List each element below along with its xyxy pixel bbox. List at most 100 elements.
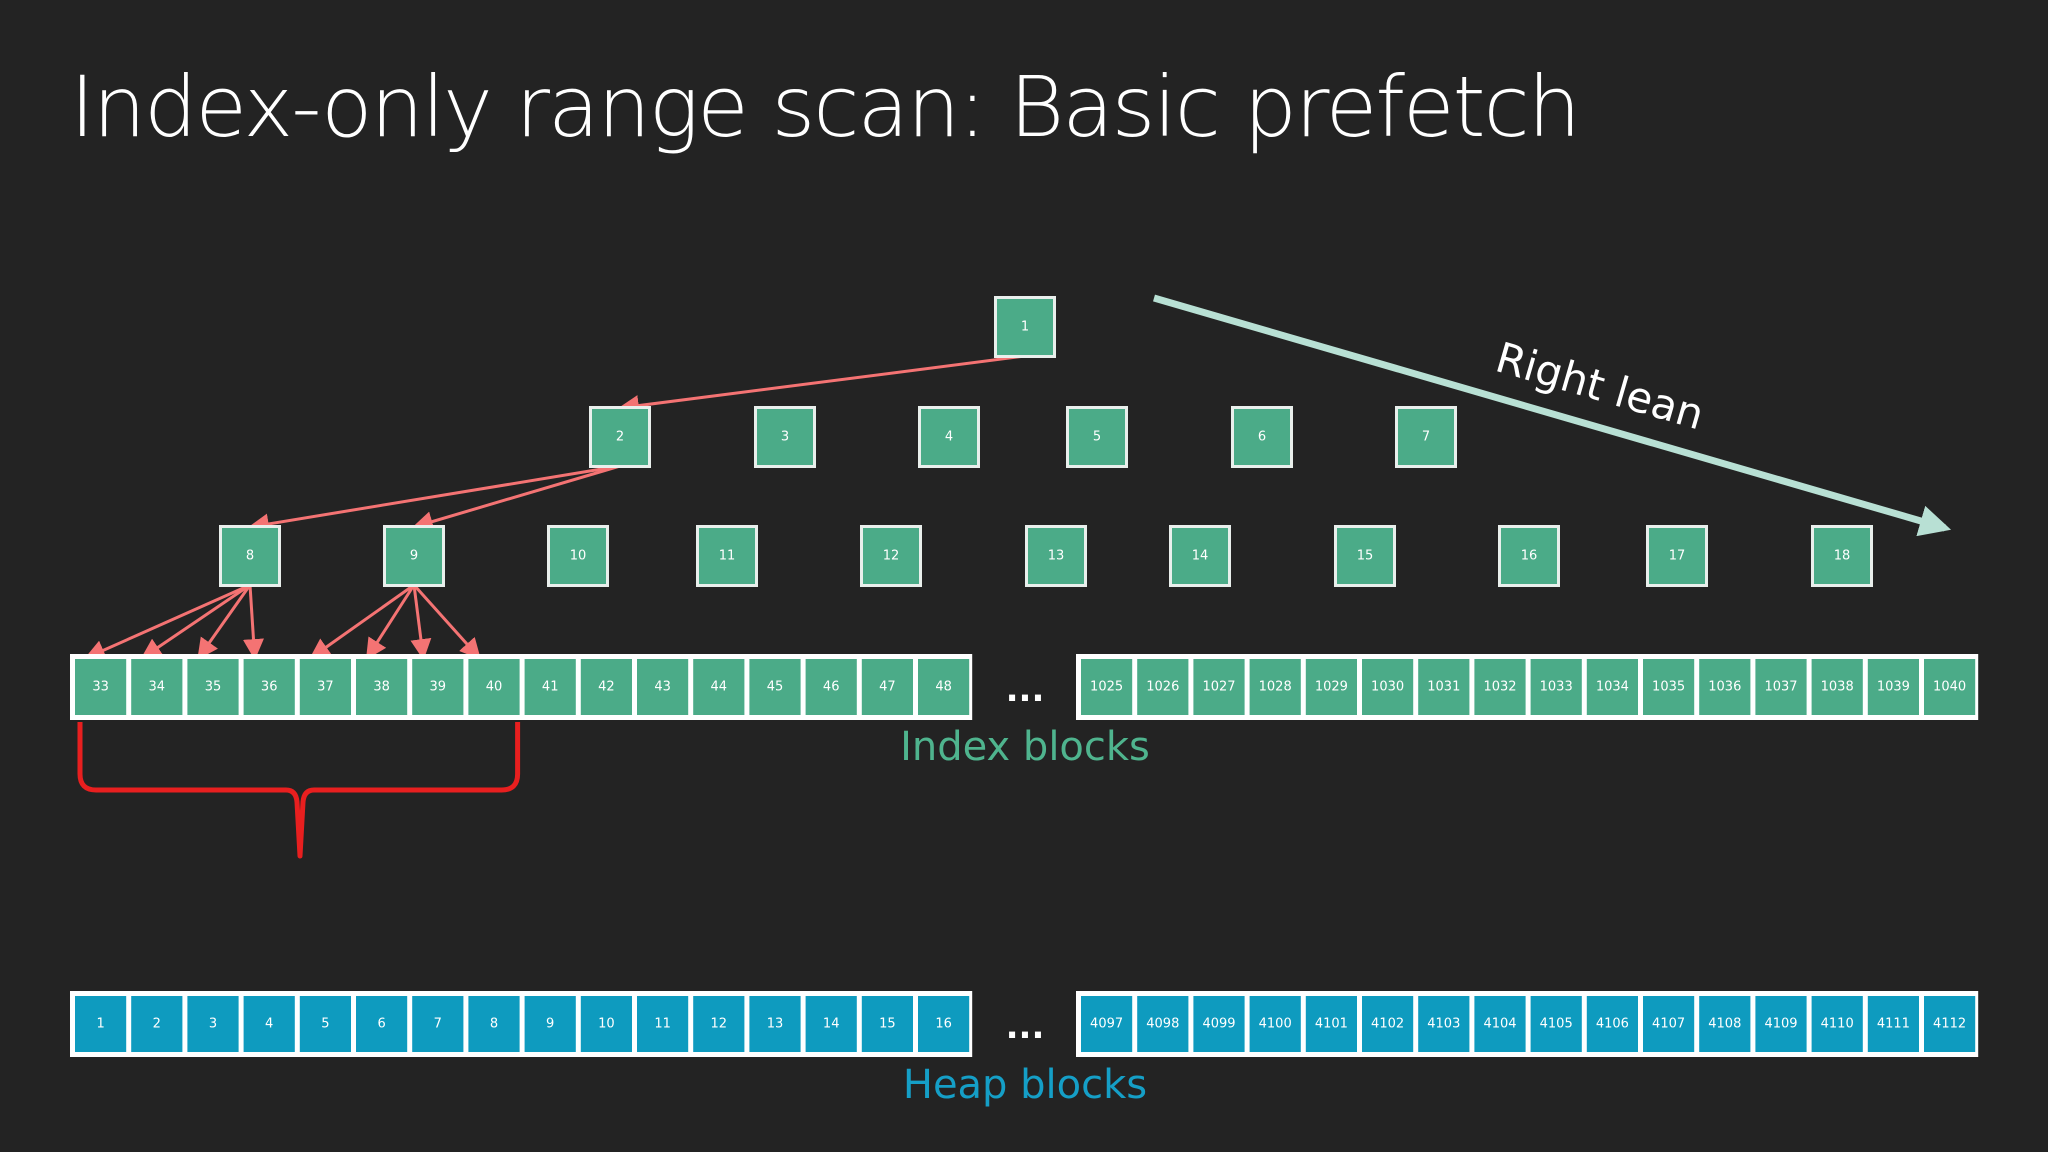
- index-blocks-label: Index blocks: [900, 724, 1150, 770]
- tree-node-15: 15: [1334, 525, 1396, 587]
- heap-block-label: 8: [490, 1017, 498, 1032]
- fetch-arrow-8-33: [84, 583, 251, 660]
- index-block-far-cell: [1362, 659, 1414, 715]
- fetch-arrow-9-37: [309, 583, 415, 660]
- heap-block-label: 14: [823, 1017, 840, 1032]
- heap-ellipsis: ...: [1006, 1007, 1045, 1047]
- index-block-far-label: 1027: [1202, 680, 1235, 695]
- heap-block-far-cell: [1305, 996, 1357, 1052]
- tree-node-7: 7: [1395, 406, 1457, 468]
- heap-block-label: 5: [321, 1017, 329, 1032]
- heap-block-label: 9: [546, 1017, 554, 1032]
- tree-node-6: 6: [1231, 406, 1293, 468]
- heap-block-far-label: 4102: [1371, 1017, 1404, 1032]
- index-block-far-label: 1040: [1933, 680, 1966, 695]
- tree-node-12: 12: [860, 525, 922, 587]
- fetch-arrow-8-34: [140, 583, 251, 660]
- index-block-far-label: 1031: [1427, 680, 1460, 695]
- heap-block-far-label: 4105: [1540, 1017, 1573, 1032]
- heap-block-far-cell: [1755, 996, 1807, 1052]
- index-block-far-label: 1033: [1540, 680, 1573, 695]
- index-block-far-cell: [1643, 659, 1695, 715]
- index-block-far-cell: [1418, 659, 1470, 715]
- index-block-label: 40: [486, 680, 503, 695]
- tree-node-9: 9: [383, 525, 445, 587]
- tree-node-label: 9: [410, 549, 418, 564]
- index-block-cell: [861, 659, 913, 715]
- heap-block-cell: [299, 996, 351, 1052]
- heap-block-label: 4: [265, 1017, 273, 1032]
- index-block-far-cell: [1081, 659, 1133, 715]
- heap-block-cell: [131, 996, 183, 1052]
- index-block-far-label: 1030: [1371, 680, 1404, 695]
- tree-node-label: 11: [719, 549, 736, 564]
- index-block-cell: [243, 659, 295, 715]
- index-block-far-cell: [1586, 659, 1638, 715]
- index-block-far-cell: [1474, 659, 1526, 715]
- heap-block-far-cell: [1811, 996, 1863, 1052]
- fetch-arrow-8-36: [243, 584, 264, 661]
- heap-block-cell: [580, 996, 632, 1052]
- heap-block-label: 2: [153, 1017, 161, 1032]
- heap-block-far-label: 4110: [1821, 1017, 1854, 1032]
- tree-node-label: 16: [1521, 549, 1538, 564]
- tree-node-18: 18: [1811, 525, 1873, 587]
- heap-block-far-cell: [1643, 996, 1695, 1052]
- slide-title: Index-only range scan: Basic prefetch: [70, 58, 1581, 156]
- index-block-far-label: 1034: [1596, 680, 1629, 695]
- heap-block-far-cell: [1867, 996, 1919, 1052]
- index-block-far-cell: [1193, 659, 1245, 715]
- tree-node-label: 14: [1192, 549, 1209, 564]
- heap-block-label: 7: [434, 1017, 442, 1032]
- tree-node-label: 17: [1669, 549, 1686, 564]
- right-lean-arrow: [1153, 294, 1952, 537]
- index-block-label: 43: [654, 680, 671, 695]
- tree-node-box: [386, 528, 442, 584]
- index-block-cell: [412, 659, 464, 715]
- fetch-arrow-9-38: [365, 584, 416, 660]
- index-block-far-cell: [1137, 659, 1189, 715]
- tree-node-3: 3: [754, 406, 816, 468]
- heap-block-far-label: 4106: [1596, 1017, 1629, 1032]
- index-block-label: 42: [598, 680, 615, 695]
- tree-node-label: 4: [945, 430, 953, 445]
- index-block-cell: [918, 659, 970, 715]
- fetch-arrow-2-9: [411, 464, 621, 532]
- tree-node-box: [699, 528, 755, 584]
- index-block-label: 35: [205, 680, 222, 695]
- index-block-far-label: 1026: [1146, 680, 1179, 695]
- heap-block-label: 3: [209, 1017, 217, 1032]
- index-block-far-label: 1036: [1708, 680, 1741, 695]
- tree-node-16: 16: [1498, 525, 1560, 587]
- tree-node-box: [1234, 409, 1290, 465]
- tree-node-box: [222, 528, 278, 584]
- tree-node-label: 12: [883, 549, 900, 564]
- heap-block-far-label: 4109: [1764, 1017, 1797, 1032]
- index-block-label: 36: [261, 680, 278, 695]
- fetch-arrow-2-8: [247, 464, 621, 535]
- heap-block-cell: [187, 996, 239, 1052]
- index-block-label: 39: [430, 680, 447, 695]
- tree-node-10: 10: [547, 525, 609, 587]
- index-block-far-label: 1032: [1483, 680, 1516, 695]
- index-block-cell: [637, 659, 689, 715]
- index-block-label: 33: [92, 680, 109, 695]
- tree-node-8: 8: [219, 525, 281, 587]
- tree-node-label: 6: [1258, 430, 1266, 445]
- tree-node-box: [550, 528, 606, 584]
- heap-block-far-label: 4097: [1090, 1017, 1123, 1032]
- index-block-cell: [693, 659, 745, 715]
- tree-node-label: 3: [781, 430, 789, 445]
- index-block-cell: [749, 659, 801, 715]
- tree-node-box: [1172, 528, 1228, 584]
- heap-block-cell: [356, 996, 408, 1052]
- heap-block-label: 10: [598, 1017, 615, 1032]
- heap-block-label: 12: [711, 1017, 728, 1032]
- heap-block-cell: [524, 996, 576, 1052]
